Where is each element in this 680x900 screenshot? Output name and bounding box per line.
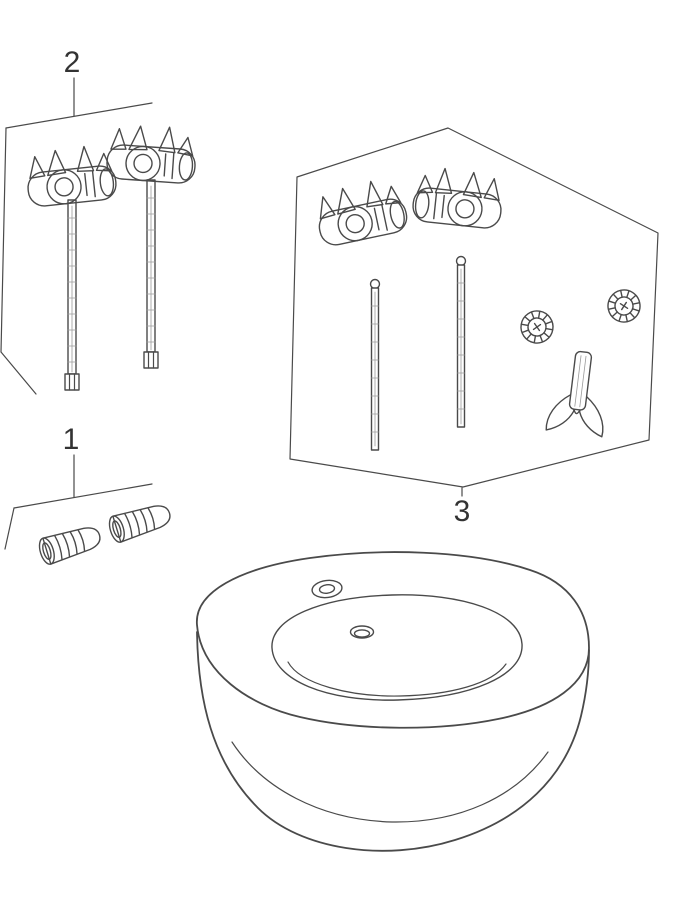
wall-plug-left [36,521,105,567]
bidet-bowl-contour [287,661,507,697]
threaded-rod-left [369,278,381,451]
anchor-head-right [410,164,506,231]
part-group-2-outline [0,77,153,395]
bidet-overflow-hole [349,625,375,639]
bidet [196,551,590,852]
anchor-head-left [311,174,411,249]
cover-cap-left [517,307,557,347]
part-group-2-label: 2 [64,46,81,79]
part-group-1-outline [4,454,153,550]
bidet-basin-opening [271,594,523,701]
cover-cap-right [604,286,644,326]
threaded-rod-right [455,255,467,428]
anchor-bolt-left [23,142,119,391]
part-group-1: 1 [4,423,175,567]
bidet-tap-hole [311,579,343,599]
anchor-bolt-right [105,122,199,369]
part-group-3-label: 3 [454,495,471,528]
part-group-2: 2 [0,46,199,395]
part-group-3-outline [289,127,659,497]
part-group-1-label: 1 [63,423,80,456]
wall-plug-right [106,499,175,545]
bidet-lower-contour [231,741,549,823]
part-group-3: 3 [289,127,659,528]
bidet-body-outline [196,631,590,852]
mounting-key [545,350,604,438]
